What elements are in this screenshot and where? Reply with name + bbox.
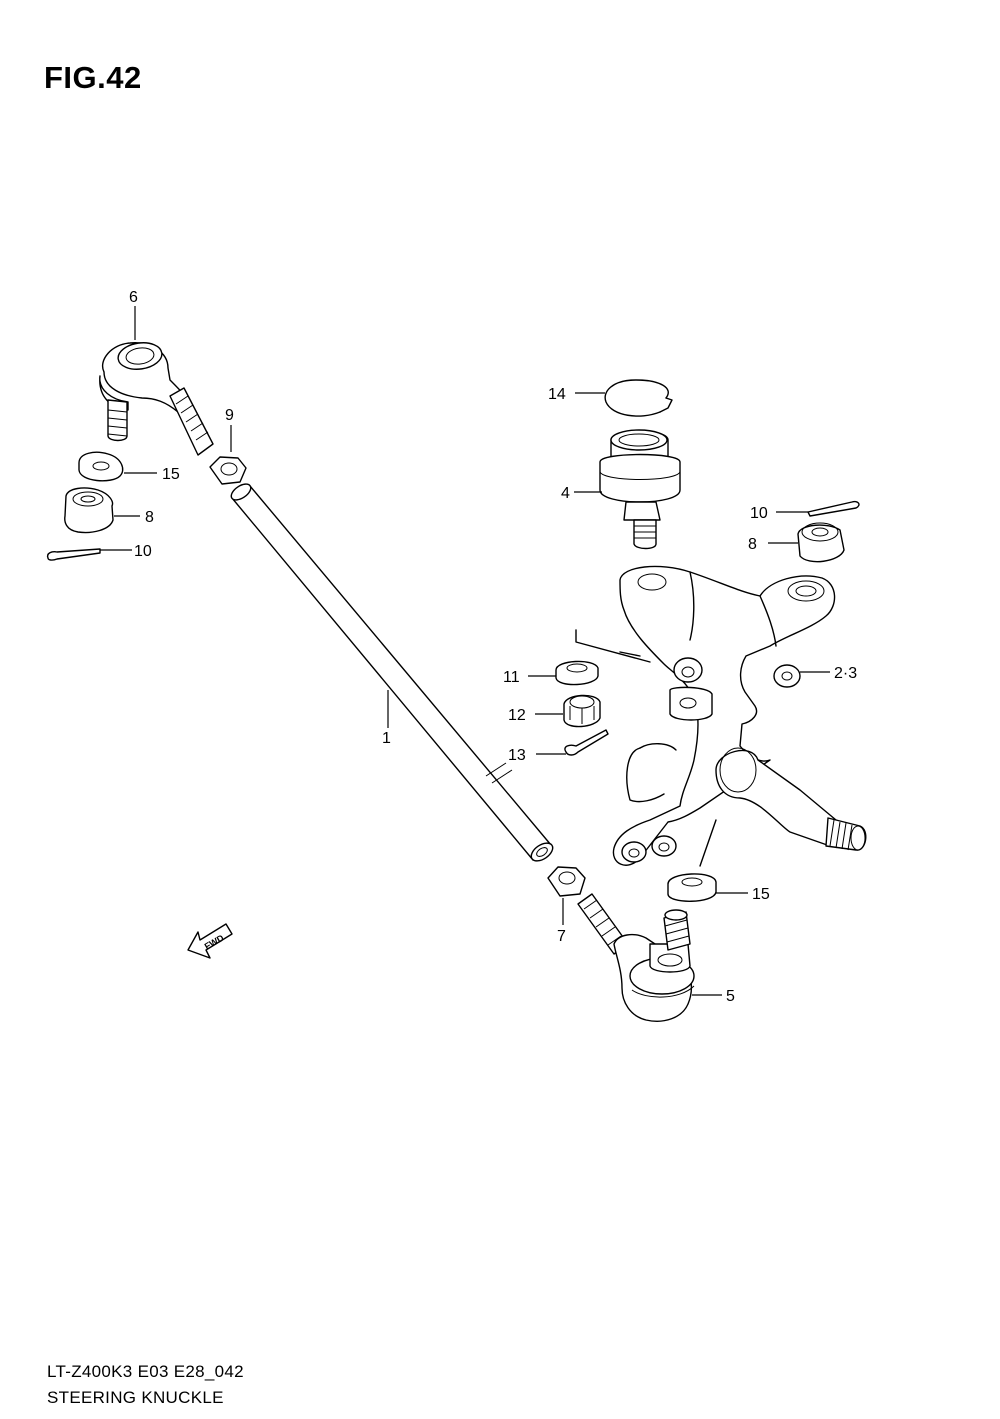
washer-left-part: 15 bbox=[78, 451, 180, 483]
callout-7: 7 bbox=[557, 928, 566, 945]
callout-15-right: 15 bbox=[752, 886, 770, 903]
callout-4: 4 bbox=[561, 485, 570, 502]
callout-2-3: 2·3 bbox=[834, 665, 857, 682]
callout-9: 9 bbox=[225, 407, 234, 424]
washer-part: 11 bbox=[503, 660, 599, 686]
ball-joint-part: 4 bbox=[561, 429, 681, 550]
callout-8-right: 8 bbox=[748, 536, 757, 553]
model-code: LT-Z400K3 E03 E28_042 bbox=[47, 1362, 244, 1381]
callout-6: 6 bbox=[129, 289, 138, 306]
castle-nut-part: 12 bbox=[508, 694, 601, 728]
cotter-pin-13-part: 13 bbox=[508, 729, 609, 764]
callout-13: 13 bbox=[508, 747, 526, 764]
callout-8-left: 8 bbox=[145, 509, 154, 526]
lock-nut-upper-part: 9 bbox=[209, 407, 247, 485]
callout-1: 1 bbox=[382, 730, 391, 747]
cotter-pin-right-part: 10 bbox=[750, 500, 860, 522]
tie-rod-part bbox=[230, 483, 554, 862]
nut-left-part: 8 bbox=[64, 487, 154, 534]
callout-11: 11 bbox=[503, 669, 520, 686]
steering-knuckle-part: 2·3 bbox=[575, 565, 867, 867]
callout-10-right: 10 bbox=[750, 505, 768, 522]
figure-name: STEERING KNUCKLE bbox=[47, 1388, 224, 1407]
nut-right-part: 8 bbox=[748, 522, 845, 563]
tie-rod-end-lower-part: 5 bbox=[577, 893, 735, 1022]
tie-rod-end-upper-part: 6 bbox=[99, 289, 214, 456]
lock-nut-lower-part: 7 bbox=[547, 866, 586, 945]
fwd-arrow-icon: FWD bbox=[187, 923, 233, 959]
cotter-pin-left-part: 10 bbox=[46, 543, 152, 561]
figure-title: FIG.42 bbox=[44, 60, 142, 95]
callout-15-left: 15 bbox=[162, 466, 180, 483]
circlip-part: 14 bbox=[548, 379, 673, 417]
callout-14: 14 bbox=[548, 386, 566, 403]
callout-12: 12 bbox=[508, 707, 526, 724]
washer-right-part: 15 bbox=[667, 873, 770, 903]
callout-5: 5 bbox=[726, 988, 735, 1005]
callout-10-left: 10 bbox=[134, 543, 152, 560]
